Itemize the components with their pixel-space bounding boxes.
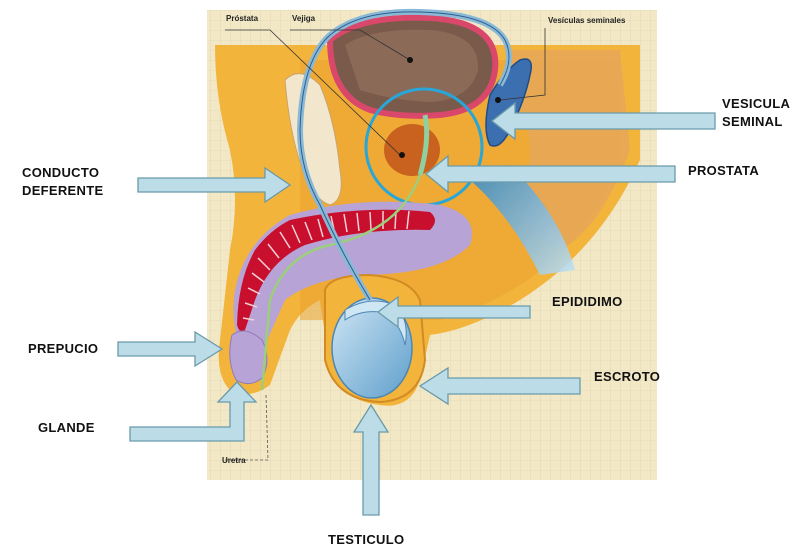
inner-label-vejiga: Vejiga: [292, 14, 315, 23]
glans: [230, 331, 267, 384]
marker-dot: [399, 152, 405, 158]
inner-label-prostata: Próstata: [226, 14, 258, 23]
label-testiculo: TESTICULO: [328, 532, 404, 548]
label-conducto-line1: CONDUCTO: [22, 165, 99, 181]
prostate: [384, 124, 440, 176]
label-epididimo: EPIDIDIMO: [552, 294, 623, 310]
label-glande: GLANDE: [38, 420, 95, 436]
label-vesicula-line2: SEMINAL: [722, 114, 783, 130]
inner-label-vesiculas-seminales: Vesículas seminales: [548, 16, 625, 25]
arrow-prepucio: [118, 332, 222, 366]
marker-dot: [495, 97, 501, 103]
label-prepucio: PREPUCIO: [28, 341, 98, 357]
arrow-glande: [130, 382, 256, 441]
label-conducto-line2: DEFERENTE: [22, 183, 103, 199]
inner-label-uretra: Uretra: [222, 456, 246, 465]
label-vesicula-line1: VESICULA: [722, 96, 790, 112]
label-prostata: PROSTATA: [688, 163, 759, 179]
marker-dot: [407, 57, 413, 63]
label-escroto: ESCROTO: [594, 369, 660, 385]
